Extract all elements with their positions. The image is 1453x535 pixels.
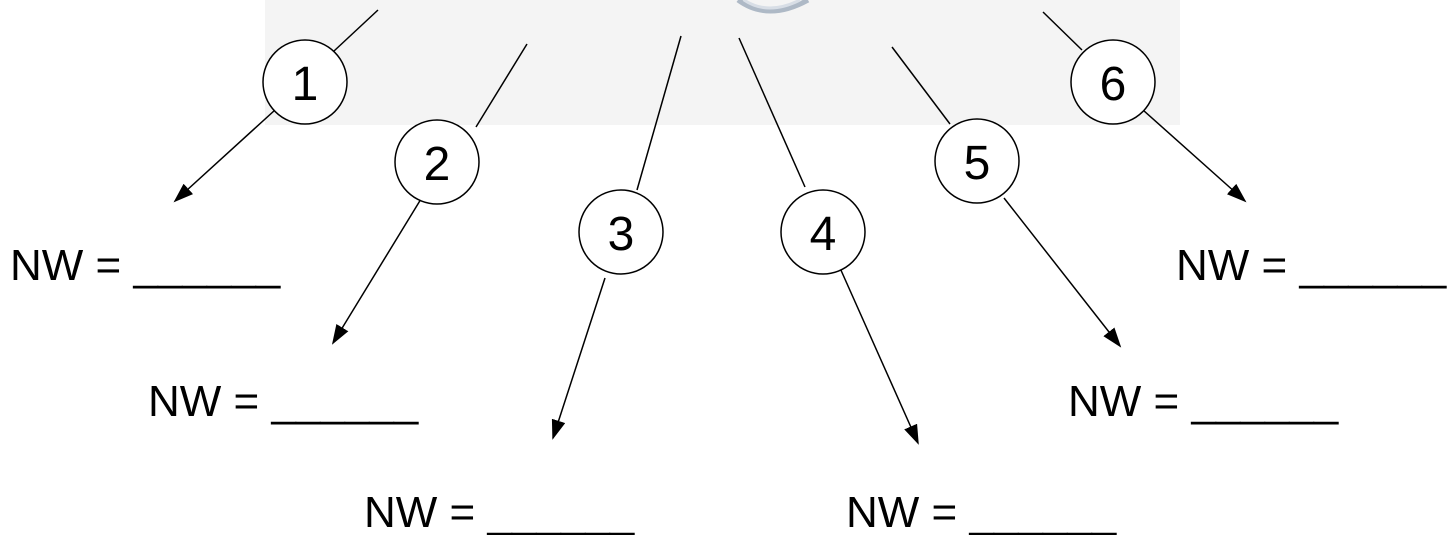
arrow-1: 1: [173, 9, 379, 203]
arrow-4-badge: [780, 189, 866, 275]
arrow-3-badge: [578, 189, 664, 275]
arrow-6-badge: [1070, 39, 1156, 125]
arrow-1-badge: [262, 39, 348, 125]
source-panel: [265, 0, 1180, 125]
source-globe-shadow: [743, 0, 801, 10]
nw-label-1: NW = ______: [10, 241, 281, 290]
arrow-2-number: 2: [424, 138, 451, 191]
nw-label-6: NW = ______: [1176, 241, 1447, 290]
arrow-5: 5: [891, 46, 1122, 348]
arrow-4-number: 4: [810, 208, 837, 261]
arrow-3: 3: [551, 35, 682, 440]
arrow-1-number: 1: [292, 58, 319, 111]
arrow-2: 2: [331, 43, 528, 345]
arrow-2-badge: [394, 119, 480, 205]
nw-label-2: NW = ______: [148, 377, 419, 426]
nw-label-4: NW = ______: [846, 488, 1117, 535]
nw-label-5: NW = ______: [1068, 377, 1339, 426]
arrow-3-number: 3: [608, 208, 635, 261]
arrow-5-badge: [934, 118, 1020, 204]
arrow-5-number: 5: [964, 137, 991, 190]
nw-label-3: NW = ______: [364, 488, 635, 535]
arrow-6: 6: [1042, 11, 1247, 203]
arrow-6-number: 6: [1100, 58, 1127, 111]
arrow-4: 4: [738, 37, 919, 445]
source-globe-icon: [736, 0, 810, 14]
